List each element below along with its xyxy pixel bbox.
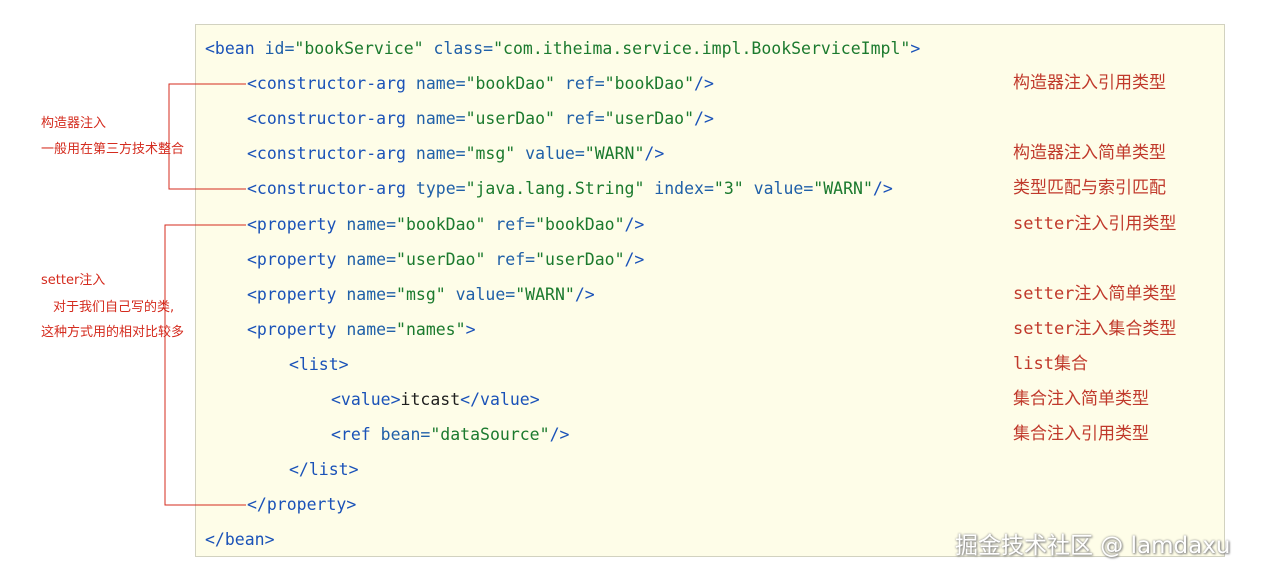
code-line: <list>	[289, 347, 349, 382]
code-token-tag: <property	[247, 319, 347, 339]
annotation-label: list集合	[1013, 353, 1088, 374]
setter-note-desc1: 对于我们自己写的类,	[53, 300, 175, 315]
code-line: <constructor-arg type="java.lang.String"…	[247, 171, 893, 206]
code-token-tag: <constructor-arg	[247, 109, 416, 129]
code-token-attr: bean=	[380, 425, 431, 445]
code-token-str: "userDao"	[396, 249, 486, 269]
code-token-attr: value=	[743, 179, 814, 199]
code-token-str: "3"	[713, 179, 744, 199]
code-token-attr: name=	[415, 144, 466, 164]
code-line: <property name="msg" value="WARN"/>	[247, 277, 595, 312]
code-token-tag: />	[872, 179, 893, 199]
code-token-tag: >	[910, 39, 921, 58]
code-token-tag: />	[624, 249, 645, 269]
code-token-tag: <constructor-arg	[247, 74, 416, 94]
code-token-tag: </list>	[289, 460, 359, 480]
code-line: <constructor-arg name="bookDao" ref="boo…	[247, 66, 714, 101]
constructor-note-desc: 一般用在第三方技术整合	[41, 142, 185, 157]
code-token-tag: />	[574, 284, 595, 304]
annotation-label: 构造器注入引用类型	[1013, 73, 1166, 94]
code-token-str: "com.itheima.service.impl.BookServiceImp…	[493, 39, 911, 58]
setter-note-desc2: 这种方式用的相对比较多	[41, 325, 185, 340]
code-panel	[195, 24, 1225, 557]
code-token-attr: value=	[515, 144, 585, 164]
code-token-tag: />	[694, 109, 714, 129]
code-token-attr: name=	[346, 284, 397, 304]
code-line: </property>	[247, 487, 356, 522]
code-token-str: "WARN"	[813, 179, 873, 199]
code-token-tag: <property	[247, 284, 347, 304]
code-token-tag: />	[644, 144, 665, 164]
code-token-attr: name=	[346, 319, 397, 339]
code-token-str: "bookDao"	[465, 74, 555, 94]
code-token-tag: <property	[247, 214, 347, 234]
code-token-tag: >	[465, 319, 476, 339]
code-token-txt: itcast	[400, 390, 461, 409]
code-token-str: "java.lang.String"	[465, 179, 645, 199]
code-line: <property name="bookDao" ref="bookDao"/>	[247, 207, 644, 242]
code-token-str: "bookService"	[294, 39, 424, 58]
code-token-attr: ref=	[554, 109, 605, 129]
code-token-tag: <list>	[289, 354, 349, 374]
code-token-tag: <bean	[205, 39, 265, 58]
code-token-str: "msg"	[396, 284, 446, 304]
code-token-attr: ref=	[485, 249, 536, 269]
annotation-label: 类型匹配与索引匹配	[1013, 178, 1166, 199]
code-line: <bean id="bookService" class="com.itheim…	[205, 31, 920, 66]
code-token-str: "WARN"	[515, 284, 575, 304]
annotation-label: setter注入简单类型	[1013, 283, 1177, 304]
constructor-bracket	[168, 83, 246, 190]
code-token-tag: </bean>	[205, 530, 275, 550]
code-line: <constructor-arg name="msg" value="WARN"…	[247, 136, 664, 171]
code-line: <property name="userDao" ref="userDao"/>	[247, 242, 644, 277]
code-token-attr: name=	[415, 74, 466, 94]
code-token-attr: value=	[445, 284, 516, 304]
code-line: <property name="names">	[247, 312, 476, 347]
code-token-str: "bookDao"	[396, 214, 486, 234]
code-token-str: "bookDao"	[604, 74, 695, 94]
watermark: 掘金技术社区 @ lamdaxu	[955, 533, 1231, 559]
code-token-tag: <constructor-arg	[247, 179, 416, 199]
code-token-str: "msg"	[465, 144, 516, 164]
annotation-label: 集合注入简单类型	[1013, 389, 1149, 409]
code-token-tag: />	[694, 74, 714, 94]
code-token-attr: name=	[415, 109, 466, 129]
code-token-tag: <property	[247, 249, 347, 269]
code-token-str: "names"	[396, 319, 466, 339]
code-token-str: "bookDao"	[535, 214, 625, 234]
code-token-attr: name=	[346, 249, 397, 269]
code-token-attr: class=	[423, 39, 494, 58]
code-line: </bean>	[205, 522, 275, 557]
code-token-tag: </property>	[247, 495, 357, 515]
code-token-tag: <ref	[331, 425, 381, 445]
code-token-attr: ref=	[485, 214, 536, 234]
code-token-str: "userDao"	[465, 109, 555, 129]
code-token-attr: type=	[415, 179, 466, 199]
code-token-attr: ref=	[554, 74, 605, 94]
code-token-tag: </value>	[460, 390, 540, 409]
constructor-note-title: 构造器注入	[41, 116, 107, 131]
annotation-label: 集合注入引用类型	[1013, 424, 1149, 445]
setter-note-title: setter注入	[41, 273, 106, 288]
annotation-label: setter注入引用类型	[1013, 213, 1177, 234]
code-token-tag: <constructor-arg	[247, 144, 416, 164]
code-token-attr: index=	[644, 179, 714, 199]
code-token-tag: />	[624, 214, 645, 234]
code-line: <constructor-arg name="userDao" ref="use…	[247, 101, 714, 136]
code-line: <value>itcast</value>	[331, 382, 540, 417]
code-token-str: "userDao"	[535, 249, 625, 269]
code-token-tag: />	[549, 425, 570, 445]
code-line: <ref bean="dataSource"/>	[331, 417, 569, 452]
code-line: </list>	[289, 452, 359, 487]
code-token-str: "WARN"	[584, 144, 645, 164]
code-token-attr: name=	[346, 214, 397, 234]
code-token-str: "dataSource"	[430, 425, 550, 445]
setter-bracket	[164, 224, 246, 506]
annotation-label: 构造器注入简单类型	[1013, 143, 1166, 164]
code-token-attr: id=	[264, 39, 295, 58]
code-token-tag: <value>	[331, 390, 401, 409]
annotation-label: setter注入集合类型	[1013, 318, 1177, 339]
code-token-str: "userDao"	[604, 109, 695, 129]
